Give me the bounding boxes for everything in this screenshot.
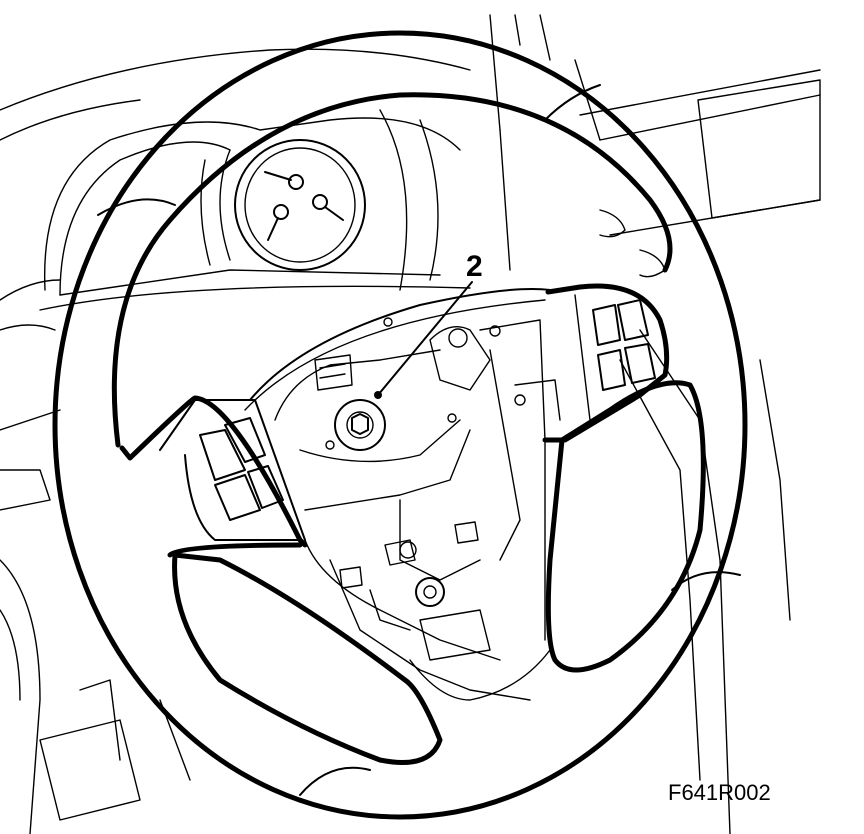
switch-button (592, 304, 621, 346)
switch-button (199, 429, 246, 481)
right-spoke (542, 283, 706, 673)
callout-2: 2 (374, 250, 483, 399)
switch-button (224, 417, 266, 463)
instrument-cluster (39, 109, 511, 311)
hub-nut-outer (334, 399, 386, 451)
gauge-needle (267, 204, 289, 241)
lower-bolt (415, 577, 445, 607)
gauge-needle (264, 171, 304, 190)
gauge-dial (234, 139, 366, 271)
steering-wheel-rim (52, 30, 748, 820)
switch-button (247, 465, 284, 509)
steering-wheel-hub (244, 288, 561, 701)
left-switch-pad (199, 417, 284, 521)
left-spoke (119, 395, 443, 765)
leader-line (377, 281, 473, 396)
switch-button (597, 349, 626, 391)
hub-nut (351, 413, 369, 435)
leader-dot (374, 391, 382, 399)
right-switch-pad (592, 299, 656, 391)
gauge-needle (312, 194, 344, 221)
switch-button (617, 299, 649, 341)
figure-id: F641R002 (668, 780, 771, 805)
dashboard-background (0, 14, 821, 834)
switch-button (214, 474, 261, 521)
switch-button (624, 343, 656, 384)
callout-label: 2 (466, 250, 483, 283)
